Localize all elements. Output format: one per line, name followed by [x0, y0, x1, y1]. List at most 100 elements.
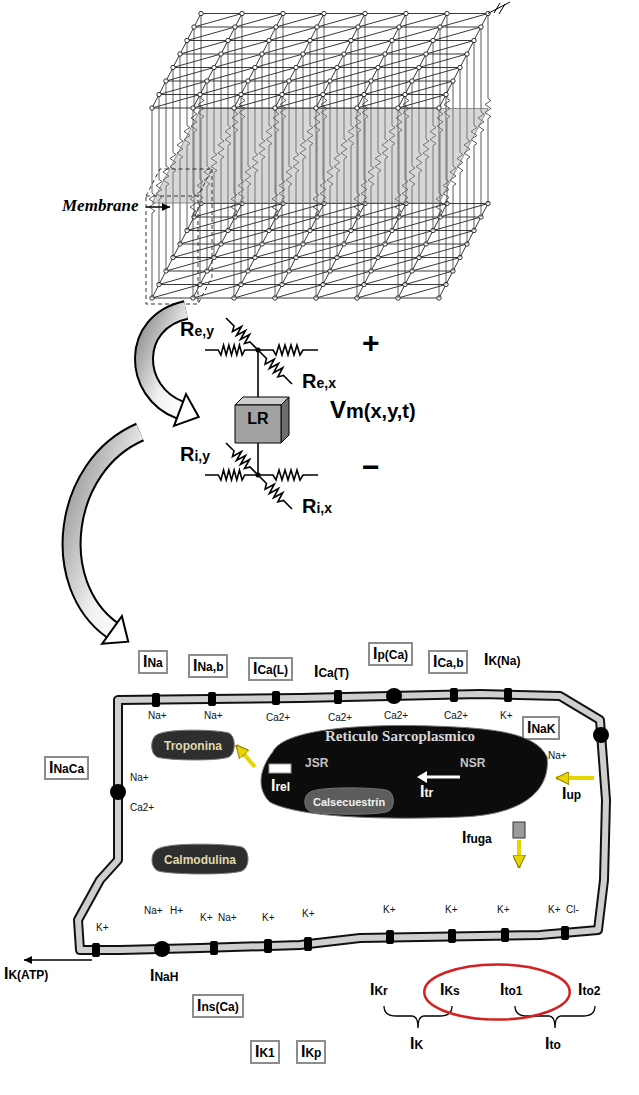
- arrow-head: [102, 616, 128, 644]
- grid-node: [198, 92, 202, 96]
- grid-node: [287, 79, 291, 83]
- reticulum-shape: Reticulo SarcoplasmicoJSRNSRIrelItrCalse…: [255, 722, 550, 822]
- ion-channel: [561, 926, 569, 940]
- grid-node: [321, 92, 325, 96]
- grid-node: [240, 11, 244, 15]
- cell-membrane-core: [78, 694, 606, 950]
- ion-channel: [501, 928, 509, 942]
- highlight-ring: [424, 964, 570, 1019]
- grid-node: [410, 79, 414, 83]
- ion-pump: [386, 688, 402, 704]
- current-label: INaH: [150, 968, 178, 985]
- grid-node: [390, 38, 394, 42]
- current-label: IKr: [370, 982, 388, 999]
- grid-layer: [152, 14, 488, 109]
- transition-arrow: [72, 432, 140, 644]
- grid-node: [417, 65, 421, 69]
- arrow-body: [72, 432, 140, 630]
- node-text: ICa(L): [253, 661, 288, 678]
- grid-wire: [152, 14, 201, 109]
- ion-label: Ca2+: [444, 710, 468, 722]
- resistor-symbol: [226, 318, 258, 350]
- grid-node: [465, 52, 469, 56]
- continuation-mark: [488, 2, 510, 14]
- node-text: NSR: [460, 756, 485, 770]
- ion-label: Ca2+: [328, 712, 352, 724]
- grid-node: [212, 65, 216, 69]
- grid-node: [157, 92, 161, 96]
- ion-label: Cl-: [566, 904, 579, 916]
- grid-node: [356, 25, 360, 29]
- resistor-label: Re,x: [302, 370, 336, 393]
- grid-node: [281, 11, 285, 15]
- node-text: ICa,b: [433, 654, 463, 671]
- grid-wire: [316, 14, 365, 109]
- ion-label: Na+: [218, 912, 237, 924]
- ion-label: K+: [96, 922, 109, 934]
- membrane-label: Membrane: [62, 196, 139, 216]
- node-text: Ip(Ca): [373, 646, 408, 663]
- ion-label: Na+: [204, 710, 223, 722]
- grid-node: [369, 79, 373, 83]
- blob-fill: [261, 725, 547, 818]
- grid-node: [437, 106, 441, 110]
- current-box: INaK: [522, 716, 560, 740]
- cube-top: [235, 397, 289, 405]
- grid-node: [294, 65, 298, 69]
- grid-node: [226, 38, 230, 42]
- current-label: Ifuga: [462, 830, 492, 847]
- junction-dot: [256, 348, 261, 353]
- node-text: INa,b: [193, 658, 223, 675]
- grid-node: [349, 38, 353, 42]
- ion-label: Ca2+: [384, 710, 408, 722]
- grid-node: [322, 11, 326, 15]
- grid-node: [164, 79, 168, 83]
- grid-node: [239, 92, 243, 96]
- node-text: INa: [143, 654, 163, 671]
- voltage-label: Vm(x,y,t): [330, 396, 416, 424]
- current-box: ICa(L): [248, 657, 293, 681]
- grid-node: [404, 11, 408, 15]
- node-text: Ins(Ca): [197, 998, 239, 1015]
- node-text: INaCa: [49, 760, 84, 777]
- release-flux-arrow: [236, 745, 255, 767]
- leak-channel: [513, 822, 525, 838]
- current-box: INa: [138, 650, 168, 674]
- grid-node: [273, 106, 277, 110]
- resistor-label: Ri,x: [302, 495, 332, 518]
- resistor-symbol: [258, 345, 318, 355]
- highlight-ellipse: IKsIto1: [422, 962, 572, 1022]
- grid-node: [431, 38, 435, 42]
- resistor-symbol: [226, 443, 258, 475]
- protein-blob: Troponina: [150, 728, 236, 762]
- cell-membrane: [78, 694, 606, 950]
- grid-node: [205, 79, 209, 83]
- grid-node: [376, 65, 380, 69]
- grid-wire: [398, 14, 447, 109]
- circuit: [205, 318, 318, 509]
- grid-node: [246, 79, 250, 83]
- junction-dot: [256, 473, 261, 478]
- current-box: Ip(Ca): [368, 642, 413, 666]
- grid-node: [458, 65, 462, 69]
- ion-label: K+: [500, 710, 513, 722]
- ion-label: Ca2+: [130, 802, 154, 814]
- grid-node: [185, 38, 189, 42]
- grid-node: [438, 25, 442, 29]
- ion-label: Na+: [548, 750, 567, 762]
- tissue-grid: [149, 11, 491, 300]
- node-text: JSR: [305, 756, 328, 770]
- ion-pump: [110, 784, 126, 800]
- node-text: Troponina: [164, 739, 222, 753]
- node-text: Calsecuestrín: [313, 796, 385, 808]
- flux-arrow: [556, 776, 594, 780]
- current-box: Ins(Ca): [192, 994, 244, 1018]
- current-label: IK: [410, 1036, 423, 1053]
- grid-node: [479, 25, 483, 29]
- node-text: Calmodulina: [164, 853, 236, 867]
- grid-node: [274, 25, 278, 29]
- ion-label: K+: [262, 912, 275, 924]
- grid-node: [383, 52, 387, 56]
- node-text: IK1: [255, 1044, 275, 1061]
